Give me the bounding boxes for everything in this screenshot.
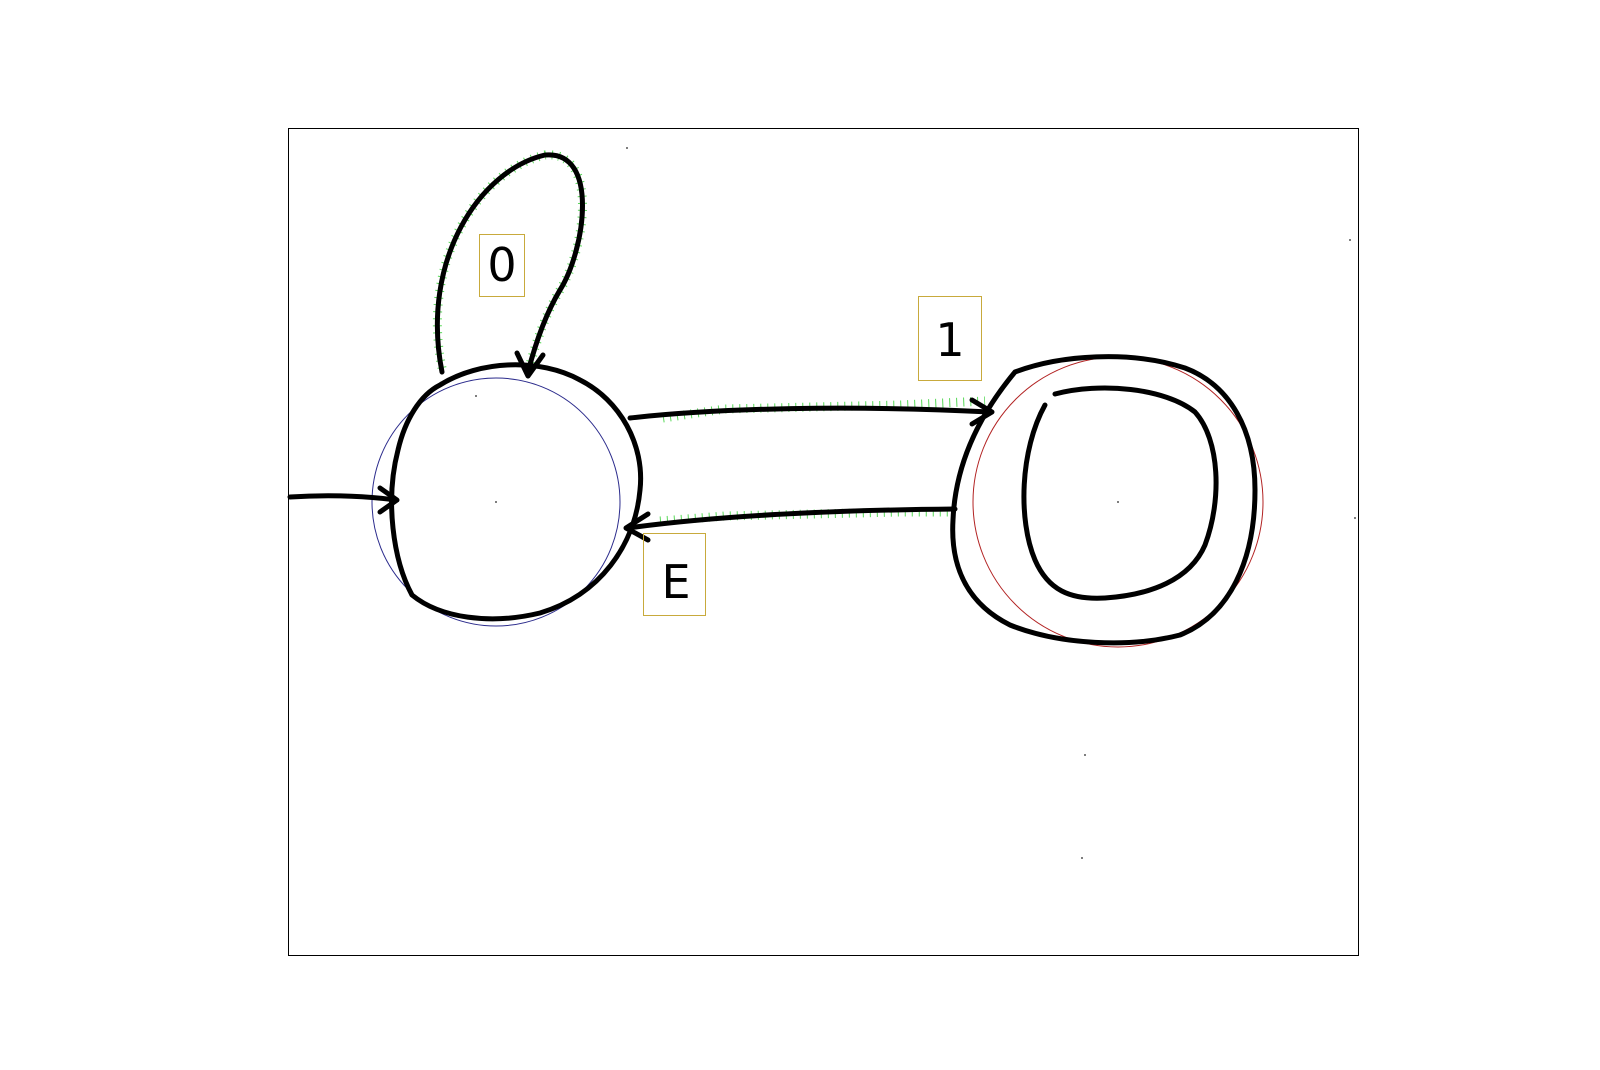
- self-loop-arrowhead: [514, 350, 546, 379]
- transition-q1-to-q0: [623, 506, 958, 543]
- speck: [1117, 501, 1119, 503]
- speck: [1081, 857, 1083, 859]
- speck: [475, 395, 477, 397]
- transition-label-e: E: [661, 555, 690, 609]
- start-arrowhead: [377, 485, 400, 515]
- stroke-detection-layer: [433, 150, 986, 526]
- label-box-0: [479, 234, 525, 297]
- speck: [1084, 754, 1086, 756]
- transition-1-line: [627, 405, 993, 421]
- speck: [1349, 239, 1351, 241]
- label-box-e: [643, 533, 706, 616]
- ink-specks: [475, 147, 1356, 859]
- transition-1-stroke-trace: [662, 396, 986, 423]
- transition-e-arrowhead: [623, 511, 651, 543]
- canvas-frame: [288, 128, 1359, 956]
- transition-self-loop-q0: [434, 152, 585, 379]
- transition-e-line: [625, 506, 958, 531]
- state-q1-outer: [950, 354, 1258, 646]
- transition-label-1: 1: [935, 313, 964, 367]
- speck: [626, 147, 628, 149]
- speck: [495, 501, 497, 503]
- transition-q0-to-q1: [627, 397, 995, 427]
- label-box-1: [918, 296, 982, 381]
- transition-label-0: 0: [487, 238, 516, 292]
- speck: [1354, 517, 1356, 519]
- start-arrow: [287, 485, 400, 515]
- self-loop-curve: [434, 152, 585, 375]
- label-detection-layer: [479, 234, 982, 616]
- state-q1-inner: [1021, 385, 1219, 601]
- transition-1-arrowhead: [969, 397, 995, 427]
- start-arrow-line: [287, 493, 398, 503]
- state-q0: [389, 362, 644, 622]
- state-q0-fit-circle: [371, 377, 621, 627]
